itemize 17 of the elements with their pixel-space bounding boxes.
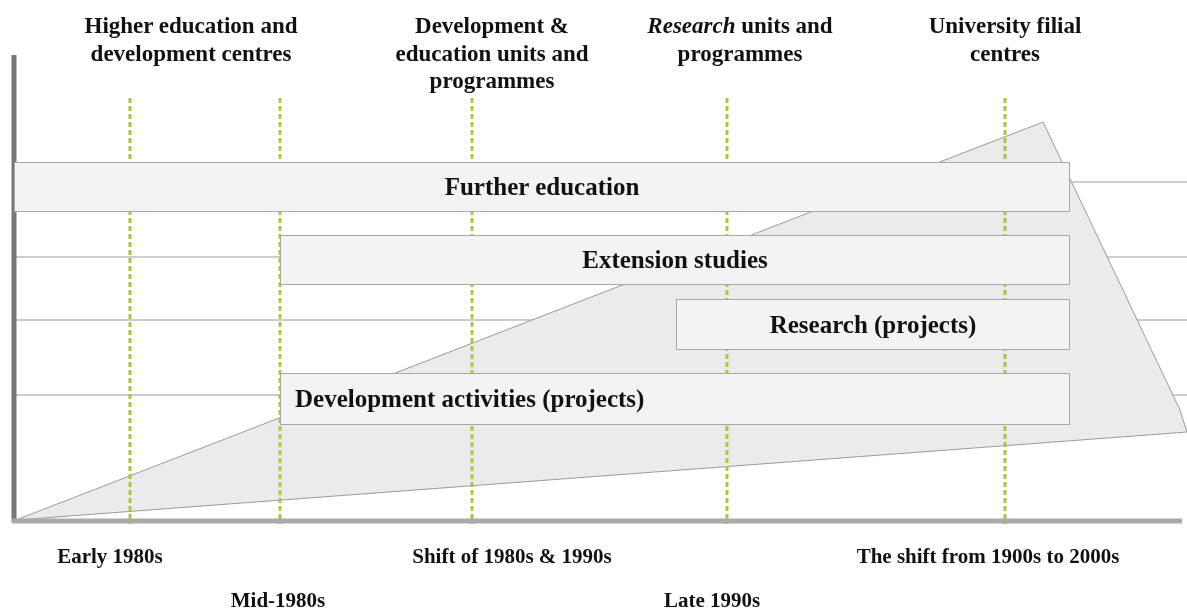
bar-label: Extension studies — [582, 246, 768, 274]
column-heading: Research units and programmes — [646, 12, 834, 68]
column-heading: Higher education and development centres — [83, 12, 299, 68]
period-label: Late 1990s — [662, 588, 762, 612]
timeline-bar — [280, 373, 1070, 425]
period-label: Early 1980s — [56, 544, 164, 570]
timeline-bar — [14, 162, 1070, 212]
column-heading: Development & education units and programmes — [394, 12, 590, 95]
period-label: Mid-1980s — [229, 588, 327, 612]
period-label: The shift from 1900s to 2000s — [855, 544, 1121, 570]
timeline-bar — [676, 299, 1070, 350]
timeline-bar — [280, 235, 1070, 285]
bar-label: Further education — [444, 173, 640, 201]
period-label: Shift of 1980s & 1990s — [411, 544, 613, 570]
bar-label: Research (projects) — [769, 310, 977, 339]
column-heading: University filial centres — [927, 12, 1083, 68]
bar-label: Development activities (projects) — [295, 385, 645, 413]
